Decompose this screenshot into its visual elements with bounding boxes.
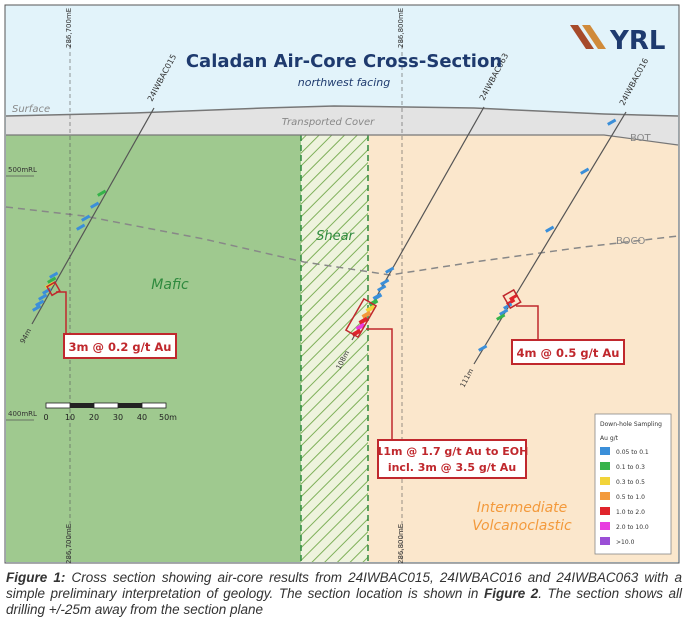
svg-text:1.0 to 2.0: 1.0 to 2.0 [616, 509, 645, 516]
label-mafic: Mafic [151, 277, 189, 293]
caption-label: Figure 1: [6, 570, 65, 585]
label-transported-cover: Transported Cover [282, 117, 375, 128]
svg-text:Au g/t: Au g/t [600, 435, 619, 442]
svg-text:0.5 to 1.0: 0.5 to 1.0 [616, 494, 645, 501]
svg-text:0.3 to 0.5: 0.3 to 0.5 [616, 479, 645, 486]
intercept-callout-015: 3m @ 0.2 g/t Au [64, 334, 176, 358]
svg-text:0.1 to 0.3: 0.1 to 0.3 [616, 464, 645, 471]
rl-label-400: 400mRL [8, 410, 37, 418]
svg-text:10: 10 [65, 413, 75, 422]
label-volcanoclastic: Volcanoclastic [472, 518, 572, 534]
svg-text:40: 40 [137, 413, 147, 422]
svg-text:3m @ 0.2 g/t Au: 3m @ 0.2 g/t Au [69, 340, 172, 354]
intercept-callout-063: 11m @ 1.7 g/t Au to EOH incl. 3m @ 3.5 g… [376, 440, 529, 478]
figure-subtitle: northwest facing [298, 76, 391, 89]
label-boco: BOCO [616, 236, 646, 247]
label-surface: Surface [12, 104, 50, 115]
shear-zone [301, 135, 368, 562]
label-intermediate: Intermediate [477, 500, 568, 516]
easting-label-top-1: 286,700mE [65, 8, 73, 48]
intercept-callout-016: 4m @ 0.5 g/t Au [512, 340, 624, 364]
svg-text:>10.0: >10.0 [616, 539, 635, 546]
svg-text:30: 30 [113, 413, 123, 422]
svg-text:4m @ 0.5 g/t Au: 4m @ 0.5 g/t Au [517, 346, 620, 360]
sampling-legend: Down-hole Sampling Au g/t 0.05 to 0.1 0.… [595, 414, 671, 554]
svg-text:incl. 3m @ 3.5 g/t Au: incl. 3m @ 3.5 g/t Au [388, 461, 516, 474]
cross-section-figure: 3m @ 0.2 g/t Au 11m @ 1.7 g/t Au to EOH … [4, 4, 680, 564]
svg-text:2.0 to 10.0: 2.0 to 10.0 [616, 524, 649, 531]
svg-text:0: 0 [43, 413, 48, 422]
figure-caption: Figure 1: Cross section showing air-core… [6, 570, 682, 618]
svg-text:0.05 to 0.1: 0.05 to 0.1 [616, 449, 649, 456]
figure-title: Caladan Air-Core Cross-Section [186, 51, 502, 72]
svg-text:YRL: YRL [609, 26, 665, 56]
easting-label-bottom-1: 286,700mE [65, 524, 73, 564]
label-bot: BOT [630, 133, 652, 144]
svg-text:Down-hole Sampling: Down-hole Sampling [600, 421, 662, 428]
svg-text:50m: 50m [159, 413, 177, 422]
svg-text:20: 20 [89, 413, 99, 422]
easting-label-bottom-2: 286,800mE [397, 524, 405, 564]
rl-label-500: 500mRL [8, 166, 37, 174]
easting-label-top-2: 286,800mE [397, 8, 405, 48]
label-shear: Shear [316, 229, 355, 244]
svg-text:11m @ 1.7 g/t Au to EOH: 11m @ 1.7 g/t Au to EOH [376, 445, 529, 458]
caption-figure-ref: Figure 2 [484, 586, 538, 601]
